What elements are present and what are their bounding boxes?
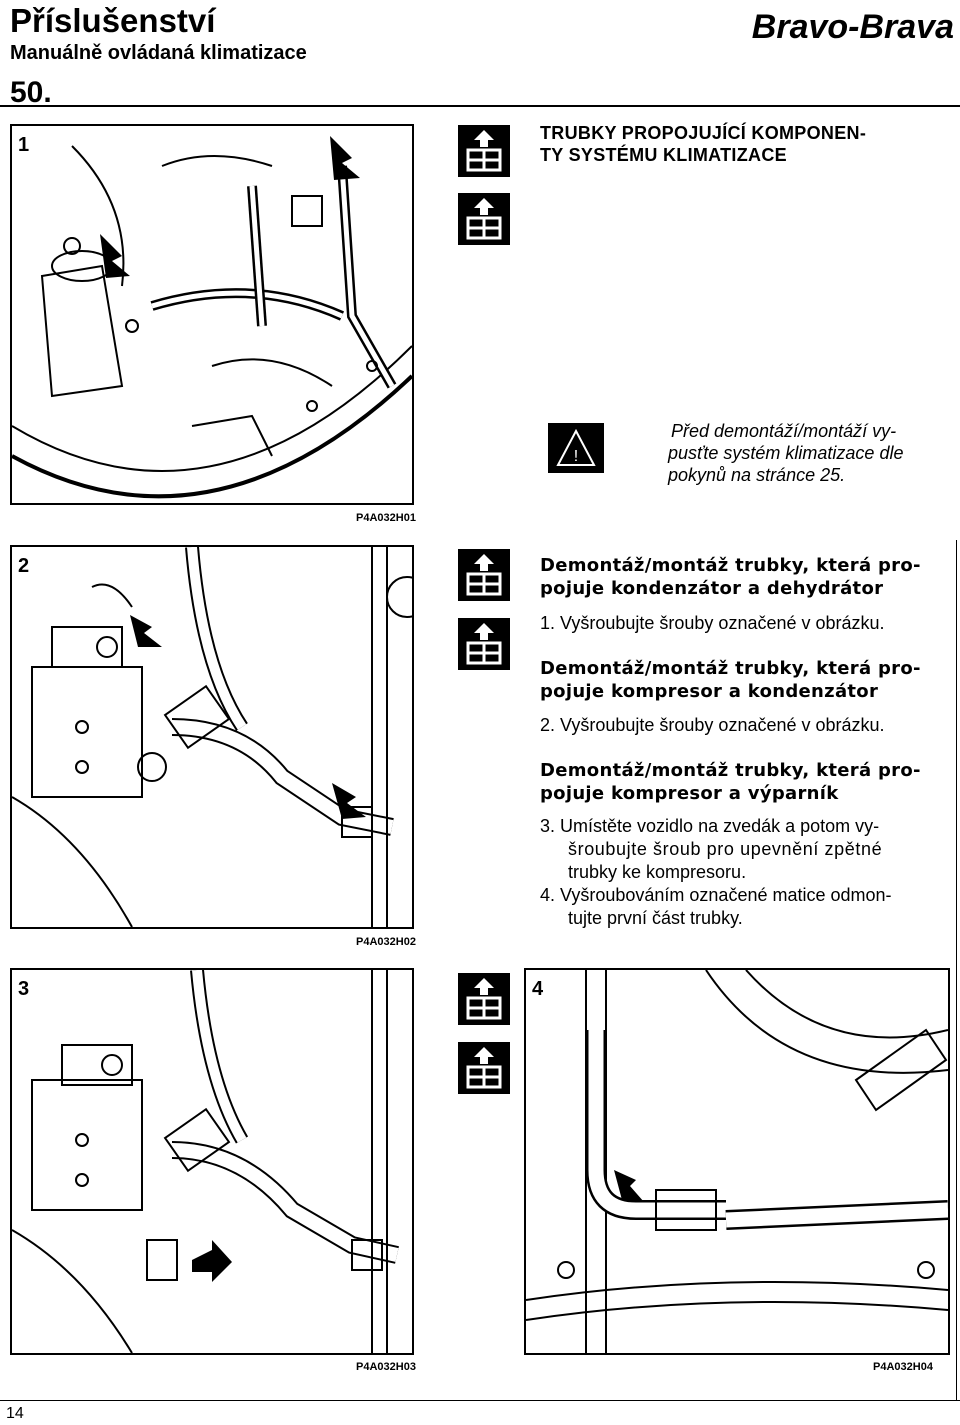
removal-icon (458, 973, 510, 1025)
warning-icon: ! (548, 423, 604, 473)
refit-icon (458, 193, 510, 245)
figure-3: 3 (10, 968, 414, 1355)
step-3-line-3: trubky ke kompresoru. (568, 862, 747, 882)
margin-rule (956, 540, 957, 1400)
heading-b-line-1: Demontáž/montáž trubky, která pro- (540, 658, 921, 679)
warning-line-2: pusťte systém klimatizace dle (668, 443, 904, 463)
heading-c-line-2: pojuje kompresor a výparník (540, 783, 839, 804)
heading-c-line-1: Demontáž/montáž trubky, která pro- (540, 760, 921, 781)
section-title: Příslušenství (10, 2, 216, 39)
removal-icon (458, 125, 510, 177)
refit-icon (458, 618, 510, 670)
figure-1-drawing (12, 136, 412, 499)
figure-4: 4 (524, 968, 950, 1355)
heading-a-line-1: Demontáž/montáž trubky, která pro- (540, 555, 921, 576)
figure-4-number: 4 (532, 978, 544, 1000)
figure-3-number: 3 (18, 978, 30, 1000)
removal-icon (458, 549, 510, 601)
figure-2: 2 (10, 545, 414, 929)
figure-2-drawing (12, 547, 412, 927)
step-3-line-1: 3. Umístěte vozidlo na zvedák a potom vy… (540, 816, 880, 836)
step-2: 2. Vyšroubujte šrouby označené v obrázku… (540, 715, 885, 735)
header-rule (0, 105, 960, 107)
model-name: Bravo-Brava (751, 8, 954, 46)
step-3-line-2: šroubujte šroub pro upevnění zpětné (568, 839, 883, 859)
footer-rule (0, 1400, 960, 1401)
heading-a-line-2: pojuje kondenzátor a dehydrátor (540, 578, 884, 599)
warning-line-1: Před demontáží/montáží vy- (671, 421, 897, 441)
refit-icon (458, 1042, 510, 1094)
figure-3-code: P4A032H03 (356, 1361, 416, 1373)
figure-4-code: P4A032H04 (873, 1361, 933, 1373)
step-4-line-2: tujte první část trubky. (568, 908, 743, 928)
page-number: 14 (6, 1405, 24, 1422)
step-1: 1. Vyšroubujte šrouby označené v obrázku… (540, 613, 885, 633)
figure-1: 1 (10, 124, 414, 505)
warning-line-3: pokynů na stránce 25. (668, 465, 846, 485)
figure-2-code: P4A032H02 (356, 936, 416, 948)
svg-text:!: ! (574, 448, 578, 465)
main-heading-line-2: TY SYSTÉMU KLIMATIZACE (540, 145, 787, 165)
figure-2-number: 2 (18, 555, 30, 577)
figure-1-code: P4A032H01 (356, 512, 416, 524)
figure-3-drawing (12, 970, 399, 1353)
section-number: 50. (10, 76, 52, 109)
figure-4-drawing (526, 970, 948, 1353)
figure-1-number: 1 (18, 134, 30, 156)
main-heading-line-1: TRUBKY PROPOJUJÍCÍ KOMPONEN- (540, 123, 867, 143)
step-4-line-1: 4. Vyšroubováním označené matice odmon- (540, 885, 892, 905)
heading-b-line-2: pojuje kompresor a kondenzátor (540, 681, 879, 702)
section-subtitle: Manuálně ovládaná klimatizace (10, 42, 307, 64)
